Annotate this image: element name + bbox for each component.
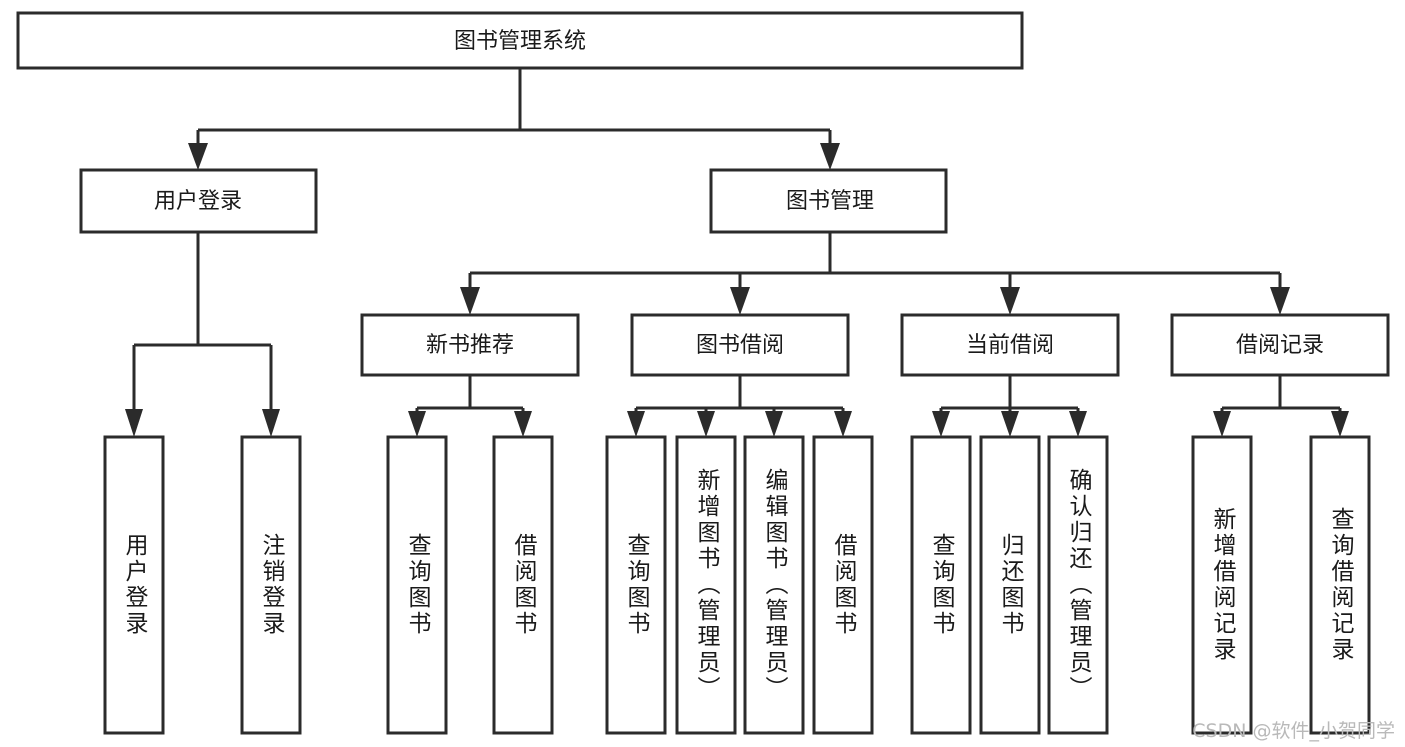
arrow-head-borrow-record-leaf2 [1331, 411, 1349, 437]
connectors-current-borrow-to-leaves [932, 375, 1087, 437]
arrow-head-current-borrow-leaf1 [932, 411, 950, 437]
leaf-current-borrow-1-label: 查询图书 [928, 533, 956, 637]
leaf-borrow-record-1-box[interactable] [1191, 435, 1253, 735]
leaf-borrow-record-2-box[interactable] [1309, 435, 1371, 735]
leaf-book-borrow-1[interactable]: 查询图书 [605, 435, 667, 735]
leaf-current-borrow-3[interactable]: 确认归还（管理员） [1047, 435, 1109, 735]
leaf-new-book-1[interactable]: 查询图书 [386, 435, 448, 735]
connectors-user-login-to-leaves [125, 232, 280, 437]
leaf-book-borrow-3-box[interactable] [743, 435, 805, 735]
leaf-user-login-1[interactable]: 用户登录 [103, 435, 165, 735]
leaf-book-borrow-3-label: 编辑图书（管理员） [761, 468, 789, 702]
leaf-current-borrow-1-box[interactable] [910, 435, 972, 735]
node-book-manage[interactable]: 图书管理 [709, 168, 948, 234]
arrow-head-new-book [460, 287, 480, 315]
node-new-book-recommend[interactable]: 新书推荐 [360, 313, 580, 377]
leaf-new-book-1-label: 查询图书 [404, 533, 432, 637]
arrow-head-current-borrow [1000, 287, 1020, 315]
leaf-book-borrow-4[interactable]: 借阅图书 [812, 435, 874, 735]
arrow-head-current-borrow-leaf2 [1001, 411, 1019, 437]
node-book-manage-box[interactable] [709, 168, 948, 234]
connectors-root-to-level2 [188, 68, 840, 170]
node-borrow-record[interactable]: 借阅记录 [1170, 313, 1390, 377]
node-root-label: 图书管理系统 [454, 29, 586, 54]
leaf-user-login-2-label: 注销登录 [258, 533, 286, 637]
arrow-head-new-book-leaf1 [408, 411, 426, 437]
connectors-new-book-to-leaves [408, 375, 532, 437]
leaf-user-login-1-box[interactable] [103, 435, 165, 735]
arrow-head-book-borrow-leaf2 [697, 411, 715, 437]
leaf-book-borrow-4-label: 借阅图书 [830, 533, 858, 637]
node-book-borrow[interactable]: 图书借阅 [630, 313, 850, 377]
node-current-borrow-box[interactable] [900, 313, 1120, 377]
leaf-new-book-2-label: 借阅图书 [510, 533, 538, 637]
leaf-book-borrow-2-label: 新增图书（管理员） [693, 468, 721, 702]
leaf-borrow-record-2[interactable]: 查询借阅记录 [1309, 435, 1371, 735]
connectors-book-manage-to-level3 [460, 232, 1290, 315]
node-book-manage-label: 图书管理 [786, 189, 874, 214]
node-root-box[interactable] [16, 11, 1024, 70]
node-current-borrow-label: 当前借阅 [966, 333, 1054, 358]
leaf-borrow-record-1-label: 新增借阅记录 [1209, 507, 1237, 663]
leaf-current-borrow-3-box[interactable] [1047, 435, 1109, 735]
leaf-book-borrow-2[interactable]: 新增图书（管理员） [675, 435, 737, 735]
leaf-book-borrow-1-box[interactable] [605, 435, 667, 735]
leaf-book-borrow-4-box[interactable] [812, 435, 874, 735]
arrow-head-book-borrow [730, 287, 750, 315]
arrow-head-user-login-leaf1 [125, 409, 143, 437]
leaf-borrow-record-2-label: 查询借阅记录 [1327, 507, 1355, 663]
connectors-borrow-record-to-leaves [1213, 375, 1349, 437]
leaf-new-book-2[interactable]: 借阅图书 [492, 435, 554, 735]
node-user-login-label: 用户登录 [154, 189, 242, 214]
leaf-user-login-2-box[interactable] [240, 435, 302, 735]
leaf-user-login-2[interactable]: 注销登录 [240, 435, 302, 735]
leaf-current-borrow-2[interactable]: 归还图书 [979, 435, 1041, 735]
leaf-current-borrow-3-label: 确认归还（管理员） [1065, 468, 1093, 702]
node-root-system[interactable]: 图书管理系统 [16, 11, 1024, 70]
leaf-book-borrow-2-box[interactable] [675, 435, 737, 735]
node-new-book-recommend-box[interactable] [360, 313, 580, 377]
leaf-book-borrow-1-label: 查询图书 [623, 533, 651, 637]
node-current-borrow[interactable]: 当前借阅 [900, 313, 1120, 377]
arrow-head-new-book-leaf2 [514, 411, 532, 437]
arrow-head-borrow-record [1270, 287, 1290, 315]
arrow-head-book-borrow-leaf3 [765, 411, 783, 437]
leaf-current-borrow-1[interactable]: 查询图书 [910, 435, 972, 735]
leaf-user-login-1-label: 用户登录 [121, 533, 149, 637]
arrow-head-user-login-leaf2 [262, 409, 280, 437]
leaf-book-borrow-3[interactable]: 编辑图书（管理员） [743, 435, 805, 735]
node-book-borrow-label: 图书借阅 [696, 333, 784, 358]
node-borrow-record-box[interactable] [1170, 313, 1390, 377]
leaf-current-borrow-2-label: 归还图书 [997, 533, 1025, 637]
node-new-book-recommend-label: 新书推荐 [426, 333, 514, 358]
node-borrow-record-label: 借阅记录 [1236, 333, 1324, 358]
arrow-head-book-borrow-leaf1 [627, 411, 645, 437]
arrow-head-borrow-record-leaf1 [1213, 411, 1231, 437]
leaf-new-book-2-box[interactable] [492, 435, 554, 735]
arrow-head-current-borrow-leaf3 [1069, 411, 1087, 437]
node-user-login-box[interactable] [79, 168, 318, 234]
leaf-borrow-record-1[interactable]: 新增借阅记录 [1191, 435, 1253, 735]
arrow-head-user-login [188, 143, 208, 170]
arrow-head-book-manage [820, 143, 840, 170]
connectors-book-borrow-to-leaves [627, 375, 852, 437]
leaf-new-book-1-box[interactable] [386, 435, 448, 735]
arrow-head-book-borrow-leaf4 [834, 411, 852, 437]
node-book-borrow-box[interactable] [630, 313, 850, 377]
leaf-current-borrow-2-box[interactable] [979, 435, 1041, 735]
node-user-login[interactable]: 用户登录 [79, 168, 318, 234]
